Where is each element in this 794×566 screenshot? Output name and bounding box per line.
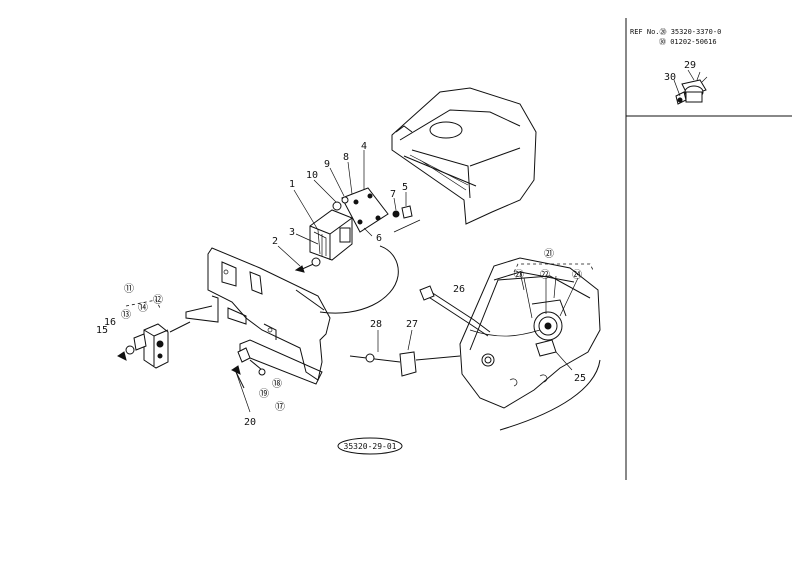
callout-24: ㉔ bbox=[572, 269, 582, 281]
cable-26 bbox=[419, 285, 541, 337]
connector-27-28 bbox=[349, 329, 461, 377]
callout-17: ⑰ bbox=[275, 401, 285, 413]
callout-2: 2 bbox=[272, 236, 278, 247]
callout-19: ⑲ bbox=[259, 388, 269, 400]
leader-line bbox=[393, 219, 421, 233]
mounting-bracket bbox=[185, 247, 331, 385]
callout-11: ⑪ bbox=[124, 283, 134, 295]
callout-30: 30 bbox=[664, 72, 676, 83]
leader-23 bbox=[523, 277, 533, 319]
ref-note-line1: REF No.⑳ 35320-3370-0 bbox=[630, 28, 721, 36]
callout-4: 4 bbox=[361, 141, 367, 152]
instrument-panel bbox=[459, 257, 601, 431]
callout-26: 26 bbox=[453, 284, 465, 295]
callout-13: ⑬ bbox=[121, 309, 131, 321]
diagram-code: 35320-29-01 bbox=[344, 442, 397, 451]
washer-10 bbox=[332, 201, 342, 211]
callout-6: 6 bbox=[376, 233, 382, 244]
callout-15: 15 bbox=[96, 325, 108, 336]
callout-23: ㉓ bbox=[514, 269, 524, 281]
callout-20: 20 bbox=[244, 417, 256, 428]
callout-10: 10 bbox=[306, 170, 318, 181]
ref-note-line2: ㉚ 01202-50616 bbox=[659, 38, 717, 46]
bolt-2 bbox=[294, 257, 321, 273]
callout-9: 9 bbox=[324, 159, 330, 170]
callout-22: ㉒ bbox=[540, 269, 550, 281]
callout-7: 7 bbox=[390, 189, 396, 200]
leader-lines-upper bbox=[235, 150, 407, 413]
bolt-group-lower bbox=[231, 347, 266, 389]
nut-7 bbox=[392, 210, 400, 218]
leader-24 bbox=[559, 277, 579, 317]
relay-block bbox=[309, 209, 353, 261]
callout-25: 25 bbox=[574, 373, 586, 384]
callout-21: ㉑ bbox=[544, 248, 554, 260]
switch-unit bbox=[117, 299, 191, 369]
callout-5: 5 bbox=[402, 182, 408, 193]
callout-16: 16 bbox=[104, 317, 116, 328]
callout-8: 8 bbox=[343, 152, 349, 163]
mounting-plate bbox=[341, 187, 389, 233]
washer-9 bbox=[341, 196, 349, 204]
inset-part-29-30 bbox=[673, 69, 708, 105]
callout-12: ⑫ bbox=[153, 294, 163, 306]
callout-29: 29 bbox=[684, 60, 696, 71]
callout-bracket-21 bbox=[513, 263, 595, 273]
callout-18: ⑱ bbox=[272, 378, 282, 390]
harness-arc bbox=[319, 245, 399, 314]
callout-27: 27 bbox=[406, 319, 418, 330]
nut-5 bbox=[401, 205, 413, 219]
callout-3: 3 bbox=[289, 227, 295, 238]
hood-cover bbox=[391, 87, 537, 225]
leader-25 bbox=[555, 351, 573, 371]
callout-1: 1 bbox=[289, 179, 295, 190]
diagram-code-badge: 35320-29-01 bbox=[337, 437, 403, 455]
callout-14: ⑭ bbox=[138, 302, 148, 314]
callout-28: 28 bbox=[370, 319, 382, 330]
